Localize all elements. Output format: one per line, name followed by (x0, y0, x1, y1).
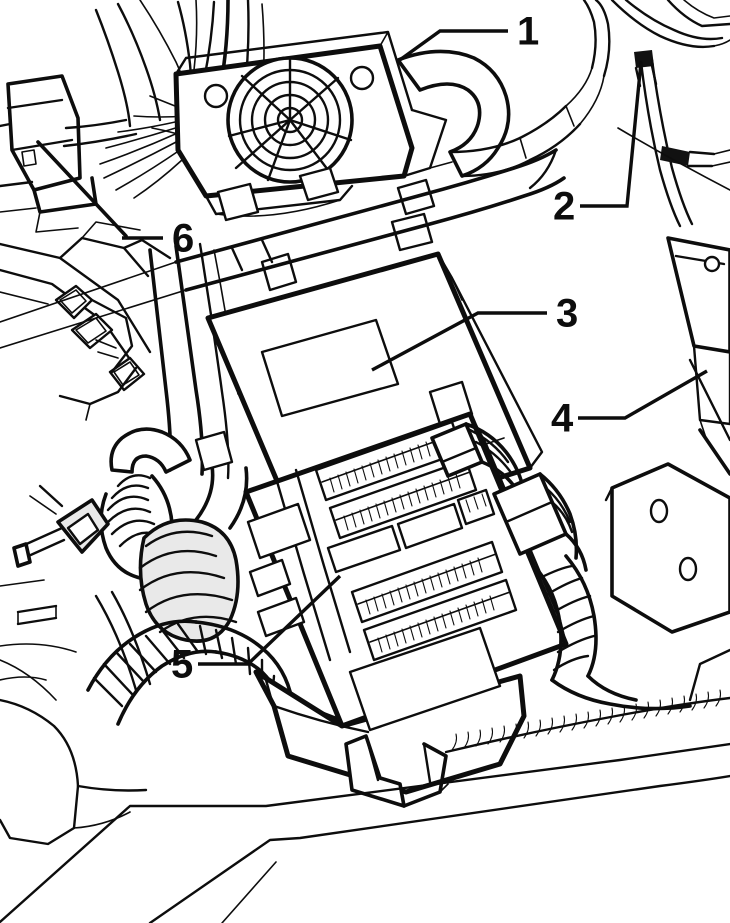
fusebox-tab-d (298, 166, 340, 202)
right-edge-line-a (688, 358, 730, 442)
upper-air-duct (396, 0, 611, 178)
callout-6[interactable]: 6 (122, 217, 194, 261)
callout-3-label: 3 (556, 292, 578, 336)
hose-end-fitting (12, 484, 110, 568)
carrier-slot-c (256, 596, 306, 638)
right-edge-line-b (698, 428, 730, 476)
callout-6-pointer-line (36, 140, 128, 238)
left-body-panel (0, 659, 148, 846)
hatched-panel-edge (444, 689, 730, 754)
fan-housing-boss-right (349, 65, 375, 91)
bottom-body-sheet (0, 742, 730, 923)
callout-2-leader (580, 61, 643, 208)
wire-clip-right (660, 146, 730, 168)
fuse-row-5 (362, 578, 518, 662)
callout-5-leader (198, 574, 342, 666)
fuse-row-4 (350, 540, 504, 624)
right-mounting-block (666, 236, 730, 439)
callout-1-leader (396, 29, 508, 64)
left-engine-structure (0, 221, 172, 421)
left-lower-details (0, 579, 152, 692)
fusebox-lower-recess (348, 626, 502, 732)
relay-row-3 (326, 488, 496, 574)
carrier-slot-b (248, 558, 292, 598)
fan-housing-side-panel (402, 108, 453, 178)
bracket-hole-upper (649, 498, 669, 524)
rubber-bellows-boot (138, 464, 249, 643)
callout-3[interactable]: 3 (371, 292, 578, 372)
fusebox-top-ridge (0, 148, 566, 349)
callout-5[interactable]: 5 (171, 574, 342, 687)
fuse-row-2 (328, 458, 478, 540)
carrier-connector-stack (430, 422, 588, 572)
bracket-hole-lower (678, 556, 698, 582)
fan-grille (226, 56, 354, 184)
callout-5-label: 5 (171, 643, 193, 687)
fusebox-tab-left (194, 430, 234, 472)
fusebox-tab-b (390, 212, 434, 252)
right-edge-line-c (688, 648, 730, 702)
carrier-rib-left-2 (294, 468, 352, 654)
callout-6-label: 6 (172, 217, 194, 261)
harness-connector-block (0, 74, 98, 233)
callout-3-leader (371, 311, 547, 372)
callout-4-label: 4 (551, 397, 574, 441)
background-edge-right-upper (617, 127, 730, 191)
hose-wrap-lines (92, 622, 200, 708)
carrier-slot-a (246, 502, 312, 560)
fusebox-tab-c (216, 182, 260, 222)
fusebox-label-panel (260, 318, 400, 418)
fan-housing (173, 30, 415, 217)
callout-layer: 1 2 3 4 5 6 (122, 10, 708, 687)
right-bracket-plate (604, 462, 730, 634)
fan-housing-boss-left (203, 83, 229, 109)
callout-2-label: 2 (553, 185, 575, 229)
fan-grille-spokes (227, 56, 353, 182)
dipstick-rod (639, 58, 694, 228)
callout-4-leader (578, 369, 708, 420)
right-upper-hose (610, 0, 730, 49)
callout-2[interactable]: 2 (553, 61, 643, 229)
callout-1[interactable]: 1 (396, 10, 539, 64)
corrugated-hose-right (534, 554, 692, 711)
callout-1-label: 1 (517, 10, 539, 54)
fusebox-lower-body (253, 626, 527, 808)
callout-4[interactable]: 4 (551, 369, 708, 441)
